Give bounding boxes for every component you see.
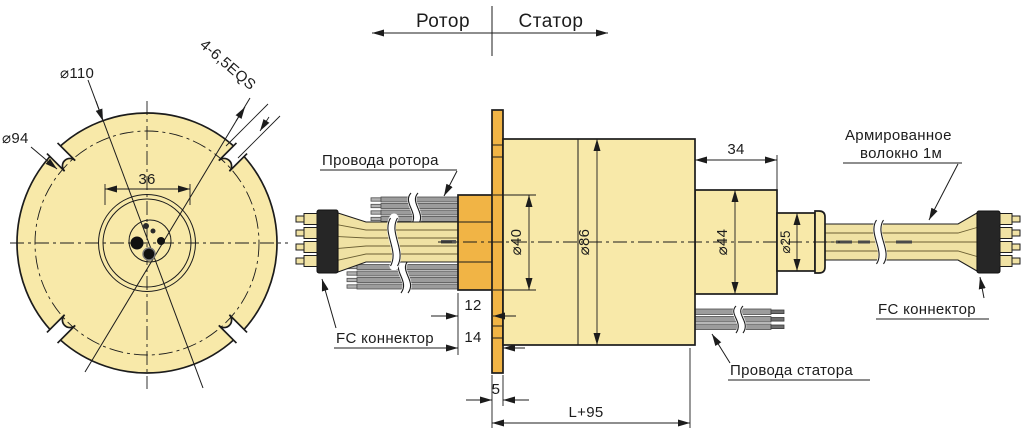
svg-text:34: 34 (727, 141, 744, 158)
rotor-wires-upper (370, 188, 460, 230)
svg-text:14: 14 (464, 329, 481, 346)
mounting-slot-top-left (42, 138, 76, 172)
slots-ext-line-2 (237, 115, 281, 159)
rotor-wires-lower (346, 256, 460, 298)
hex-nut (457, 194, 494, 291)
front-view: 36 ⌀110 ⌀94 4-6,5EQS (2, 36, 288, 389)
fc-connector-right (976, 210, 1021, 274)
fc-left-pins (295, 213, 318, 267)
hub-fiber-end-5 (150, 228, 156, 234)
svg-text:5: 5 (492, 381, 501, 398)
dim-d44: ⌀44 (714, 190, 739, 294)
fc-connector-left (295, 209, 339, 274)
slots-dim-arrow-1 (235, 106, 246, 122)
dim-34: 34 (694, 141, 778, 208)
hub-fiber-end-2 (142, 247, 156, 261)
rotor-stator-header: Ротор Статор (372, 6, 608, 56)
header-rotor-text: Ротор (416, 11, 470, 32)
label-rotor-wires: Провода ротора (320, 152, 458, 197)
svg-text:FC коннектор: FC коннектор (878, 301, 976, 318)
svg-text:Провода статора: Провода статора (730, 362, 853, 379)
mounting-slot-bottom-right (218, 314, 252, 348)
dia110-leader-line (87, 79, 204, 389)
svg-text:Армированное: Армированное (845, 127, 952, 144)
svg-text:⌀44: ⌀44 (714, 229, 731, 256)
dim-d40: ⌀40 (493, 194, 536, 291)
svg-text:волокно 1м: волокно 1м (860, 145, 942, 162)
center-hub (128, 219, 172, 263)
svg-text:⌀86: ⌀86 (576, 229, 593, 256)
dim-5: 5 (466, 375, 529, 428)
slots-dim-arrow-2 (259, 116, 270, 132)
dim-d25: ⌀25 (778, 213, 801, 271)
slots-dim-line (84, 97, 251, 373)
fiber-bundle-left (337, 212, 459, 273)
hub-fiber-end-4 (143, 223, 149, 229)
hub-fiber-end-3 (157, 237, 165, 245)
dim-d110-text: ⌀110 (60, 65, 94, 82)
dim-12: 12 (431, 293, 516, 355)
flange (491, 109, 504, 374)
d94-leader (30, 146, 58, 170)
dia110-leader-arrow (95, 100, 104, 122)
label-armored-fiber: Армированное волокно 1м (843, 127, 962, 221)
dim-total-length: L+95 (492, 348, 691, 428)
armor-mark-1 (836, 240, 852, 244)
svg-text:FC коннектор: FC коннектор (336, 330, 434, 347)
header-stator-text: Статор (519, 11, 584, 32)
dim-d94-text: ⌀94 (2, 130, 29, 147)
mounting-slot-bottom-left (42, 314, 76, 348)
svg-text:Провода ротора: Провода ротора (322, 152, 439, 169)
side-view: ⌀40 ⌀86 ⌀44 ⌀25 34 12 (295, 109, 1021, 428)
dim-slots-text: 4-6,5EQS (196, 36, 259, 94)
fc-right-pins (999, 213, 1021, 267)
stator-wires (693, 301, 785, 338)
hub-fiber-end-1 (130, 236, 144, 250)
svg-text:⌀25: ⌀25 (778, 230, 793, 253)
svg-text:L+95: L+95 (569, 404, 604, 421)
fiber-bundle-right (824, 212, 978, 272)
mounting-slot-top-right (218, 138, 252, 172)
label-stator-wires: Провода статора (711, 333, 870, 381)
label-fc-connector-left: FC коннектор (321, 278, 452, 349)
svg-text:⌀40: ⌀40 (508, 229, 525, 256)
armor-mark-3 (896, 240, 912, 244)
dim-d86: ⌀86 (576, 139, 601, 345)
armor-mark-2 (858, 240, 870, 244)
dim36-text: 36 (138, 171, 155, 188)
slots-ext-line-1 (225, 103, 269, 147)
label-fc-connector-right: FC коннектор (876, 276, 989, 320)
svg-text:12: 12 (464, 297, 481, 314)
